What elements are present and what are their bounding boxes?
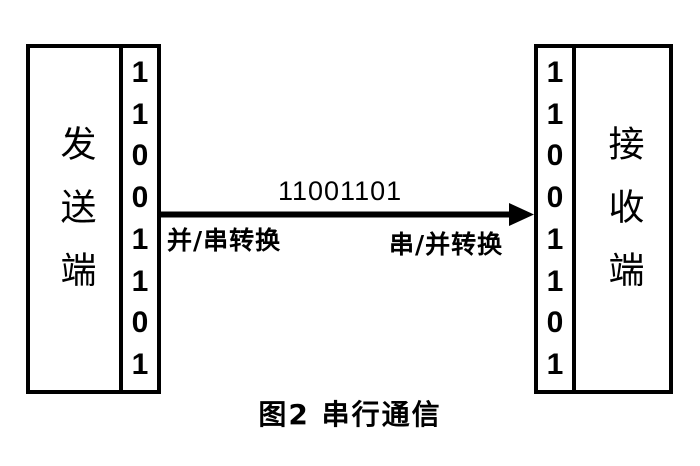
receiver-node-box: 1 1 0 0 1 1 0 1 接收端	[534, 44, 673, 394]
bit-digit: 0	[131, 306, 149, 340]
bit-digit: 0	[546, 306, 564, 340]
sender-label-cell: 发送端	[30, 48, 119, 390]
receiver-label: 接收端	[602, 124, 644, 314]
bit-digit: 1	[546, 222, 564, 256]
serial-link-arrow	[161, 202, 534, 228]
bit-digit: 1	[131, 347, 149, 381]
bit-digit: 0	[546, 181, 564, 215]
sender-label: 发送端	[54, 124, 96, 314]
figure-caption: 图2 串行通信	[258, 398, 442, 431]
bit-digit: 1	[546, 347, 564, 381]
bit-digit: 1	[131, 97, 149, 131]
bit-digit: 0	[546, 139, 564, 173]
parallel-to-serial-label: 并/串转换	[167, 226, 282, 255]
sender-bits-cell: 1 1 0 0 1 1 0 1	[119, 48, 157, 390]
bit-digit: 1	[131, 264, 149, 298]
bit-digit: 1	[546, 56, 564, 89]
arrow-right-icon	[161, 203, 534, 226]
serial-to-parallel-label: 串/并转换	[389, 230, 504, 259]
receiver-bits-column: 1 1 0 0 1 1 0 1	[547, 58, 564, 380]
bit-digit: 1	[546, 97, 564, 131]
bit-digit: 1	[131, 56, 149, 89]
bit-digit: 1	[131, 222, 149, 256]
bit-digit: 0	[131, 181, 149, 215]
serial-stream-value: 11001101	[278, 176, 403, 206]
sender-node-box: 发送端 1 1 0 0 1 1 0 1	[26, 44, 161, 394]
bit-digit: 1	[546, 264, 564, 298]
receiver-bits-cell: 1 1 0 0 1 1 0 1	[538, 48, 576, 390]
bit-digit: 0	[131, 139, 149, 173]
receiver-label-cell: 接收端	[576, 48, 669, 390]
sender-bits-column: 1 1 0 0 1 1 0 1	[132, 58, 149, 380]
